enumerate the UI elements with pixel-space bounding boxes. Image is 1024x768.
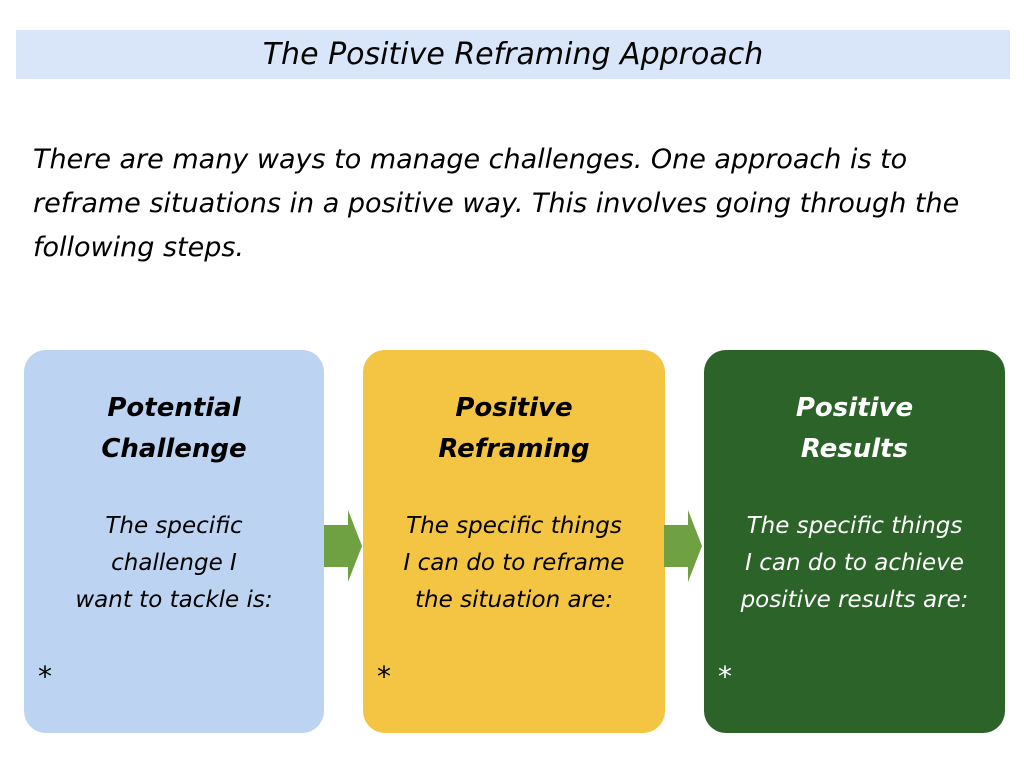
step-box-positive-reframing: Positive Reframing The specific things I… bbox=[363, 350, 665, 733]
heading-line: Potential bbox=[107, 393, 241, 423]
box-heading: Positive Results bbox=[704, 388, 1005, 470]
box-body: The specific things I can do to reframe … bbox=[363, 508, 665, 619]
body-line: challenge I bbox=[111, 550, 237, 576]
bullet-asterisk: * bbox=[377, 660, 391, 693]
body-line: the situation are: bbox=[415, 587, 613, 613]
body-line: I can do to achieve bbox=[745, 550, 964, 576]
box-body: The specific challenge I want to tackle … bbox=[24, 508, 324, 619]
body-line: want to tackle is: bbox=[75, 587, 273, 613]
body-line: The specific things bbox=[746, 513, 963, 539]
bullet-asterisk: * bbox=[718, 660, 732, 693]
arrow-right-icon bbox=[324, 510, 362, 582]
body-line: I can do to reframe bbox=[403, 550, 625, 576]
intro-line: There are many ways to manage challenges… bbox=[33, 144, 908, 175]
heading-line: Results bbox=[800, 434, 909, 464]
arrow-right-shape bbox=[324, 510, 362, 582]
step-box-positive-results: Positive Results The specific things I c… bbox=[704, 350, 1005, 733]
heading-line: Positive bbox=[795, 393, 914, 423]
body-line: The specific bbox=[105, 513, 243, 539]
body-line: positive results are: bbox=[740, 587, 969, 613]
intro-paragraph: There are many ways to manage challenges… bbox=[33, 138, 959, 270]
arrow-right-shape bbox=[664, 510, 702, 582]
intro-line: reframe situations in a positive way. Th… bbox=[33, 188, 960, 219]
heading-line: Positive bbox=[455, 393, 573, 423]
step-box-potential-challenge: Potential Challenge The specific challen… bbox=[24, 350, 324, 733]
box-heading: Positive Reframing bbox=[363, 388, 665, 470]
body-line: The specific things bbox=[406, 513, 622, 539]
title-bar: The Positive Reframing Approach bbox=[16, 30, 1010, 79]
page-title: The Positive Reframing Approach bbox=[262, 37, 764, 72]
heading-line: Challenge bbox=[101, 434, 247, 464]
box-heading: Potential Challenge bbox=[24, 388, 324, 470]
arrow-right-icon bbox=[664, 510, 702, 582]
box-body: The specific things I can do to achieve … bbox=[704, 508, 1005, 619]
bullet-asterisk: * bbox=[38, 660, 52, 693]
heading-line: Reframing bbox=[438, 434, 590, 464]
intro-line: following steps. bbox=[33, 232, 245, 263]
